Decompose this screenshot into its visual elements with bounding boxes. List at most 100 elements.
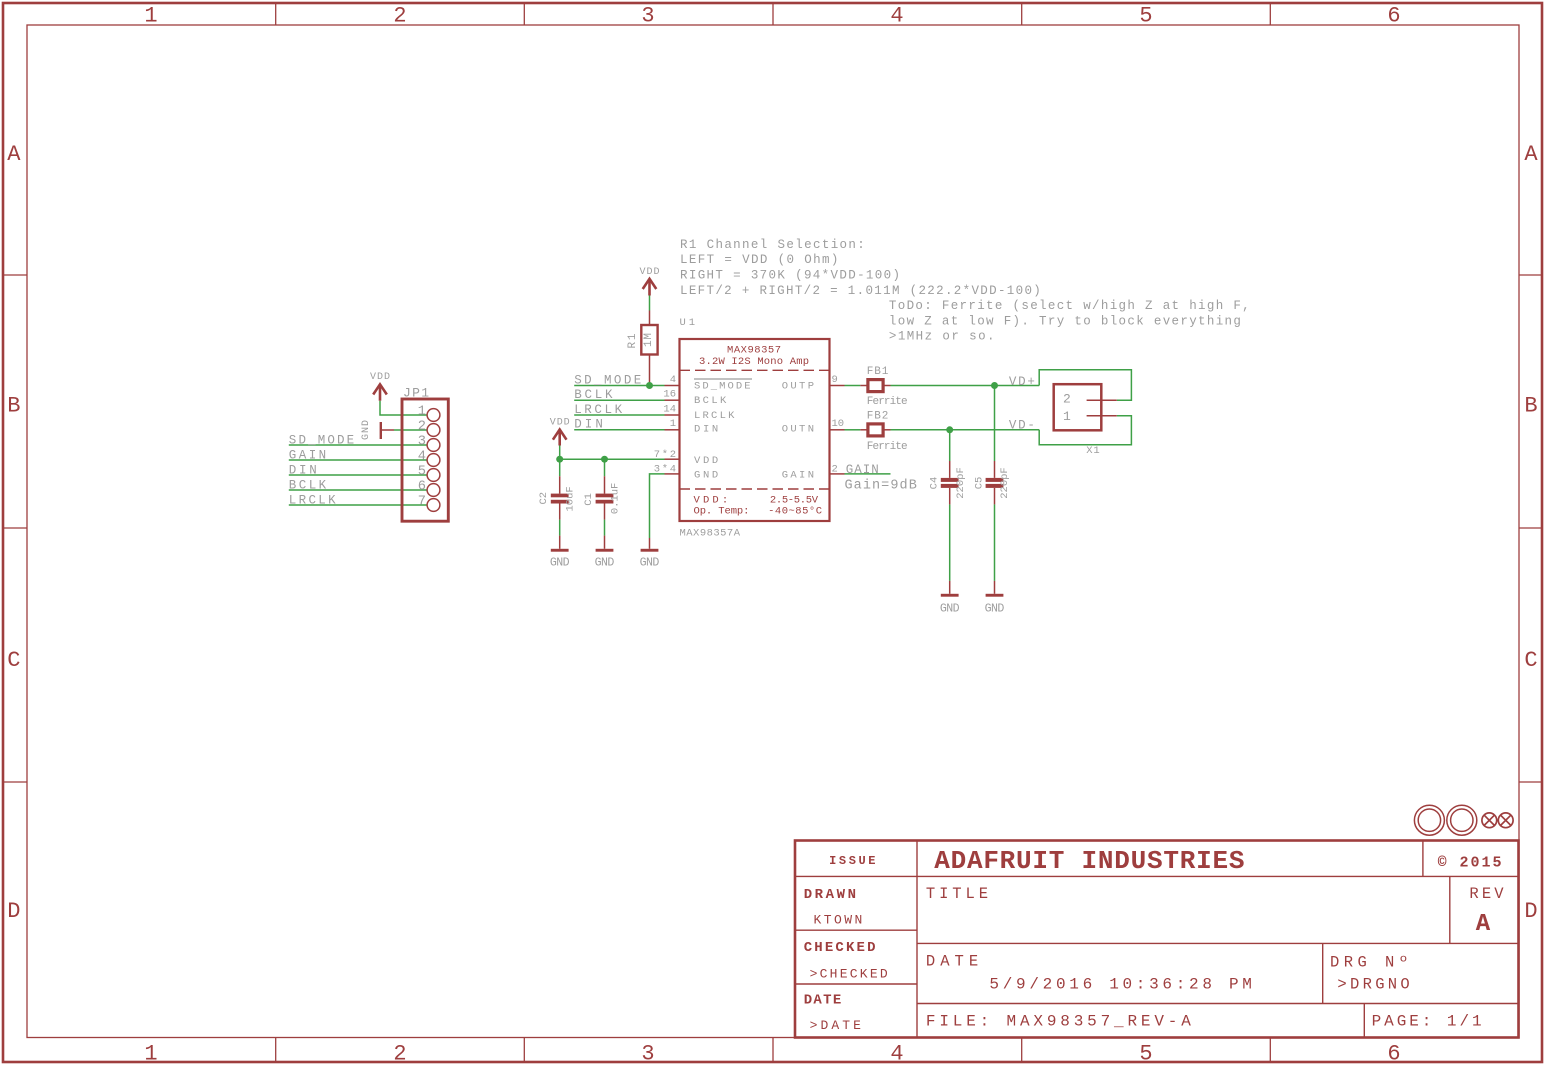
svg-text:REV: REV [1469, 885, 1504, 903]
svg-text:2: 2 [832, 464, 838, 476]
svg-text:10uF: 10uF [564, 486, 576, 511]
svg-text:ToDo: Ferrite (select w/high Z: ToDo: Ferrite (select w/high Z at high F… [889, 299, 1250, 313]
svg-text:KTOWN: KTOWN [814, 913, 863, 928]
svg-text:MAX98357: MAX98357 [727, 344, 781, 356]
svg-text:BCLK: BCLK [289, 478, 327, 492]
svg-text:GND: GND [694, 469, 718, 481]
svg-text:GND: GND [361, 420, 372, 440]
svg-text:LRCLK: LRCLK [574, 403, 622, 417]
svg-text:DRG Nº: DRG Nº [1330, 954, 1408, 972]
svg-text:DATE: DATE [926, 953, 978, 971]
svg-text:SD_MODE: SD_MODE [574, 373, 641, 387]
svg-text:LEFT = VDD (0 Ohm): LEFT = VDD (0 Ohm) [680, 253, 838, 267]
svg-text:7: 7 [418, 495, 426, 510]
svg-text:GND: GND [595, 557, 615, 570]
svg-text:DRAWN: DRAWN [804, 887, 856, 903]
svg-text:R1: R1 [627, 333, 639, 348]
svg-text:GAIN: GAIN [782, 470, 814, 482]
svg-text:C1: C1 [583, 493, 595, 506]
svg-text:OUTN: OUTN [782, 424, 814, 436]
svg-text:FB1: FB1 [867, 366, 889, 378]
svg-text:2015: 2015 [1460, 855, 1502, 872]
svg-text:VDD: VDD [550, 417, 570, 428]
svg-text:B: B [7, 394, 20, 419]
svg-text:LRCLK: LRCLK [694, 410, 735, 422]
svg-text:DIN: DIN [574, 418, 603, 432]
svg-text:>DATE: >DATE [810, 1018, 861, 1033]
svg-text:1M: 1M [643, 333, 655, 347]
svg-text:16: 16 [663, 389, 676, 401]
svg-text:1: 1 [670, 418, 676, 430]
svg-text:SD_MODE: SD_MODE [289, 433, 354, 447]
svg-text:ADAFRUIT INDUSTRIES: ADAFRUIT INDUSTRIES [934, 846, 1244, 876]
svg-text:1: 1 [1063, 409, 1071, 424]
svg-text:B: B [1524, 394, 1537, 419]
svg-text:U1: U1 [680, 317, 696, 329]
svg-text:C4: C4 [929, 477, 941, 490]
svg-text:RIGHT = 370K (94*VDD-100): RIGHT = 370K (94*VDD-100) [680, 269, 900, 283]
svg-text:2: 2 [393, 4, 406, 29]
svg-text:C: C [7, 648, 20, 673]
svg-text:DIN: DIN [289, 463, 317, 477]
svg-text:JP1: JP1 [403, 386, 429, 401]
svg-text:7*2: 7*2 [654, 449, 676, 461]
svg-text:4: 4 [890, 4, 903, 29]
svg-text:6: 6 [1387, 4, 1400, 29]
svg-text:DATE: DATE [804, 992, 842, 1008]
svg-text:3.2W I2S Mono Amp: 3.2W I2S Mono Amp [699, 356, 809, 368]
svg-text:1: 1 [418, 405, 426, 420]
svg-text:5: 5 [1139, 4, 1152, 29]
svg-text:2: 2 [418, 420, 426, 435]
svg-text:FB2: FB2 [867, 411, 889, 423]
svg-text:MAX98357A: MAX98357A [680, 528, 741, 540]
svg-text:C2: C2 [538, 492, 550, 505]
svg-text:VDD: VDD [694, 455, 718, 467]
svg-text:5/9/2016 10:36:28 PM: 5/9/2016 10:36:28 PM [989, 976, 1252, 994]
svg-text:A: A [1476, 911, 1491, 938]
svg-text:LEFT/2 + RIGHT/2 = 1.011M (222: LEFT/2 + RIGHT/2 = 1.011M (222.2*VDD-100… [680, 284, 1041, 298]
svg-text:DIN: DIN [694, 424, 718, 436]
svg-text:2.5-5.5V: 2.5-5.5V [770, 495, 819, 507]
svg-text:C5: C5 [973, 477, 985, 490]
svg-text:6: 6 [1387, 1042, 1400, 1065]
svg-text:5: 5 [418, 465, 426, 480]
svg-text:3*4: 3*4 [654, 464, 676, 476]
svg-text:A: A [1524, 142, 1538, 167]
svg-text:1: 1 [144, 1042, 157, 1065]
svg-text:Ferrite: Ferrite [867, 396, 908, 408]
svg-text:1: 1 [144, 4, 157, 29]
svg-text:A: A [7, 142, 21, 167]
svg-text:>DRGNO: >DRGNO [1337, 976, 1409, 994]
svg-text:10: 10 [832, 418, 845, 430]
svg-text:TITLE: TITLE [926, 885, 988, 903]
svg-text:VD-: VD- [1009, 419, 1035, 433]
svg-text:GND: GND [985, 603, 1005, 616]
svg-text:VD+: VD+ [1009, 375, 1035, 389]
svg-text:BCLK: BCLK [694, 395, 727, 407]
svg-text:Op. Temp:: Op. Temp: [694, 506, 750, 518]
svg-text:VDD: VDD [370, 372, 390, 383]
svg-text:SD_MODE: SD_MODE [694, 380, 751, 392]
svg-text:GND: GND [940, 603, 960, 616]
svg-text:D: D [7, 899, 20, 924]
svg-text:R1 Channel Selection:: R1 Channel Selection: [680, 238, 865, 252]
svg-text:low Z at low F). Try to block: low Z at low F). Try to block everything [889, 314, 1241, 328]
svg-text:Gain=9dB: Gain=9dB [845, 479, 917, 494]
svg-text:3: 3 [641, 4, 654, 29]
svg-text:2: 2 [393, 1042, 406, 1065]
svg-text:D: D [1524, 899, 1537, 924]
svg-text:Ferrite: Ferrite [867, 441, 908, 453]
svg-text:>1MHz or so.: >1MHz or so. [889, 330, 995, 344]
svg-text:-40~85°C: -40~85°C [768, 506, 822, 518]
svg-text:C: C [1524, 648, 1537, 673]
svg-text:3: 3 [418, 435, 426, 450]
svg-text:4: 4 [670, 374, 676, 386]
svg-text:5: 5 [1139, 1042, 1152, 1065]
svg-text:6: 6 [418, 480, 426, 495]
svg-text:OUTP: OUTP [782, 380, 814, 392]
svg-text:LRCLK: LRCLK [289, 493, 336, 507]
svg-text:VDD: VDD [640, 267, 660, 278]
svg-text:0.1uF: 0.1uF [610, 483, 622, 515]
svg-text:220pF: 220pF [999, 467, 1011, 499]
svg-text:4: 4 [418, 450, 426, 465]
